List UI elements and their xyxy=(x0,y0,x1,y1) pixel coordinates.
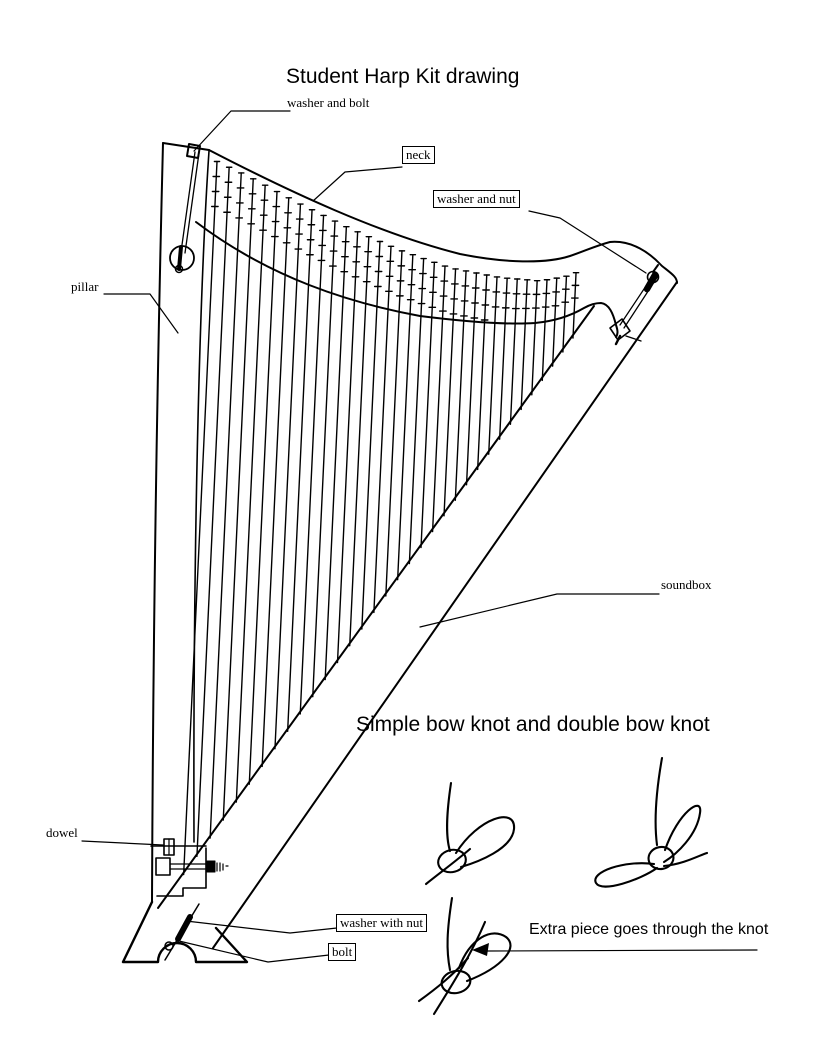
label-neck: neck xyxy=(402,146,435,165)
washer-and-bolt-assembly xyxy=(169,143,201,274)
knot-with-extra-piece-figure xyxy=(417,896,512,1016)
pillar-outline xyxy=(151,142,210,903)
washer-and-nut-assembly xyxy=(609,264,660,346)
annotation-text: Extra piece goes through the knot xyxy=(529,921,769,938)
label-washer-and-bolt: washer and bolt xyxy=(287,95,370,110)
double-bow-knot-figure xyxy=(594,756,709,888)
label-soundbox: soundbox xyxy=(661,577,712,592)
simple-bow-knot-figure xyxy=(424,781,516,886)
label-washer-with-nut: washer with nut xyxy=(336,914,428,933)
neck-outline xyxy=(195,149,678,338)
label-washer-and-nut: washer and nut xyxy=(433,190,520,209)
page-title: Student Harp Kit drawing xyxy=(286,65,520,88)
soundbox-outline xyxy=(157,281,678,949)
section-heading: Simple bow knot and double bow knot xyxy=(356,713,710,736)
label-dowel: dowel xyxy=(46,825,78,840)
label-bolt: bolt xyxy=(328,943,357,962)
annotation-arrow xyxy=(472,943,758,956)
strings xyxy=(182,160,580,876)
dowel-and-bracket xyxy=(150,838,229,897)
leader-lines xyxy=(81,110,660,963)
label-pillar: pillar xyxy=(71,279,99,294)
